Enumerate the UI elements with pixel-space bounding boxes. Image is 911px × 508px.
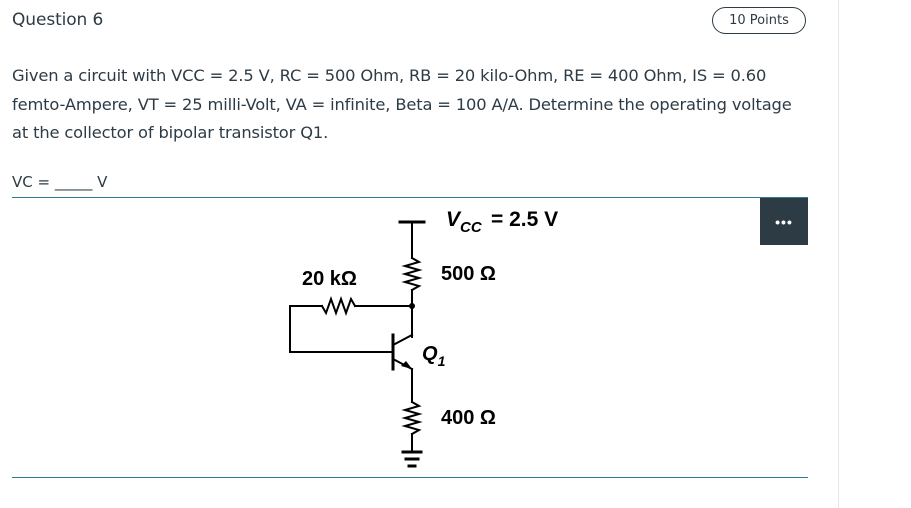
figure-bottom-rule	[12, 477, 808, 478]
vcc-value: = 2.5 V	[491, 208, 558, 231]
more-dots-icon: •••	[775, 213, 793, 230]
question-title: Question 6	[12, 10, 104, 30]
rc-resistor	[401, 256, 423, 292]
points-badge: 10 Points	[712, 7, 806, 34]
rc-label: 500 Ω	[441, 263, 496, 285]
figure-top-rule	[12, 197, 808, 198]
re-resistor	[401, 400, 423, 436]
q1-collector-lead	[391, 333, 414, 347]
rb-resistor	[320, 296, 357, 316]
question-text: Given a circuit with VCC = 2.5 V, RC = 5…	[12, 66, 792, 142]
more-options-button[interactable]: •••	[760, 198, 808, 245]
q1-label: Q1	[422, 343, 446, 369]
page-divider	[838, 0, 839, 508]
re-label: 400 Ω	[441, 407, 496, 429]
collector-node-dot	[409, 303, 415, 309]
rb-label: 20 kΩ	[302, 268, 357, 290]
q1-emitter-arrow	[401, 361, 412, 369]
vcc-label: VCC	[446, 208, 483, 236]
answer-prompt: VC = _____ V	[12, 173, 108, 191]
